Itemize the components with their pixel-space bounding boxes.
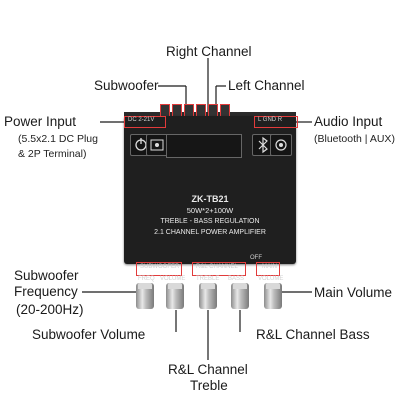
audio-input-label: Audio Input xyxy=(314,114,383,129)
board-line1: TREBLE - BASS REGULATION xyxy=(160,218,260,225)
dc-jack-icon xyxy=(150,139,164,151)
silk-subwoofer: SUBWOOFER xyxy=(140,264,180,270)
silk-main-volume: VOLUME xyxy=(258,276,284,282)
silk-bass: BASS xyxy=(228,276,245,282)
speaker-outputs-panel xyxy=(166,134,242,158)
bass-knob[interactable] xyxy=(231,283,249,309)
rl-channel-bass-label: R&L Channel Bass xyxy=(256,327,370,342)
left-channel-label: Left Channel xyxy=(228,78,305,93)
bluetooth-icon xyxy=(258,136,268,154)
subwoofer-volume-knob[interactable] xyxy=(166,283,184,309)
aux-jack-icon xyxy=(275,139,287,151)
rl-channel-treble-label-1: R&L Channel xyxy=(168,362,248,377)
subwoofer-frequency-label-2: Frequency xyxy=(14,284,78,299)
aux-jack[interactable] xyxy=(270,134,292,156)
rl-channel-treble-label-2: Treble xyxy=(190,378,228,393)
silk-treble: TREBLE xyxy=(196,276,220,282)
subwoofer-frequency-label-3: (20-200Hz) xyxy=(16,302,84,317)
power-input-highlight xyxy=(124,116,166,128)
audio-input-highlight xyxy=(254,116,298,128)
silk-main: MAIN xyxy=(262,264,277,270)
rl-channel-knobs-highlight xyxy=(192,262,246,276)
audio-input-detail: (Bluetooth | AUX) xyxy=(314,133,395,145)
treble-knob[interactable] xyxy=(199,283,217,309)
main-knob-highlight xyxy=(256,262,280,276)
board-power: 50W*2+100W xyxy=(186,206,234,215)
silk-freq: FREQ xyxy=(138,276,155,282)
silk-audio: L GND R xyxy=(258,117,283,123)
subwoofer-label: Subwoofer xyxy=(94,78,159,93)
power-input-label: Power Input xyxy=(4,114,77,129)
subwoofer-knobs-highlight xyxy=(136,262,182,276)
board-model: ZK-TB21 xyxy=(191,194,229,204)
silk-rl-channel: R&L CHANNEL xyxy=(196,264,238,270)
subwoofer-frequency-knob[interactable] xyxy=(136,283,154,309)
power-input-detail-2: & 2P Terminal) xyxy=(18,148,87,160)
main-volume-knob[interactable] xyxy=(264,283,282,309)
power-input-detail-1: (5.5x2.1 DC Plug xyxy=(18,133,98,145)
silk-power: DC 2-21V xyxy=(128,117,155,123)
subwoofer-frequency-label-1: Subwoofer xyxy=(14,268,79,283)
subwoofer-volume-label: Subwoofer Volume xyxy=(32,327,146,342)
right-channel-label: Right Channel xyxy=(166,44,252,59)
board-line2: 2.1 CHANNEL POWER AMPLIFIER xyxy=(154,229,266,236)
main-volume-label: Main Volume xyxy=(314,285,393,300)
silk-sub-volume: VOLUME xyxy=(160,276,186,282)
silk-off: OFF xyxy=(250,255,262,261)
dc-jack[interactable] xyxy=(146,134,168,156)
